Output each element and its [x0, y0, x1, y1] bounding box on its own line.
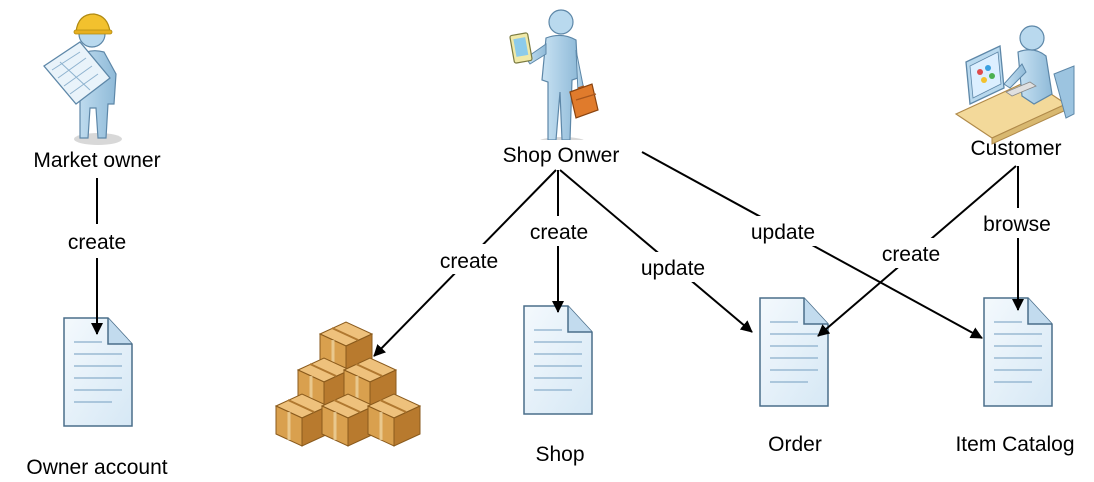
- edge-label-customer-browse: browse: [983, 213, 1051, 236]
- edge-shop-update-order: [559, 169, 753, 333]
- document-label-owner-account: Owner account: [26, 456, 167, 479]
- person-at-computer-icon: [954, 25, 1075, 145]
- item-catalog-document-icon: [983, 297, 1053, 407]
- edge-label-customer-create-order: create: [882, 243, 940, 266]
- edge-label-shop-update-catalog: update: [751, 221, 815, 244]
- document-label-shop: Shop: [535, 443, 584, 466]
- actor-label-customer: Customer: [970, 137, 1061, 160]
- businessman-with-briefcase-icon: [509, 9, 599, 147]
- order-document-icon: [759, 297, 829, 407]
- edge-label-market-create: create: [68, 231, 126, 254]
- actor-label-shop-owner: Shop Onwer: [503, 144, 620, 167]
- engineer-with-blueprint-icon: [43, 13, 122, 145]
- edge-label-shop-update-order: update: [641, 257, 705, 280]
- document-label-order: Order: [768, 433, 822, 456]
- edge-label-shop-create-boxes: create: [440, 250, 498, 273]
- stacked-boxes-icon: [274, 320, 422, 448]
- edge-label-shop-create-shop: create: [530, 221, 588, 244]
- shop-document-icon: [523, 305, 593, 415]
- document-label-item-catalog: Item Catalog: [955, 433, 1074, 456]
- owner-account-document-icon: [63, 317, 133, 427]
- actor-label-market-owner: Market owner: [33, 149, 160, 172]
